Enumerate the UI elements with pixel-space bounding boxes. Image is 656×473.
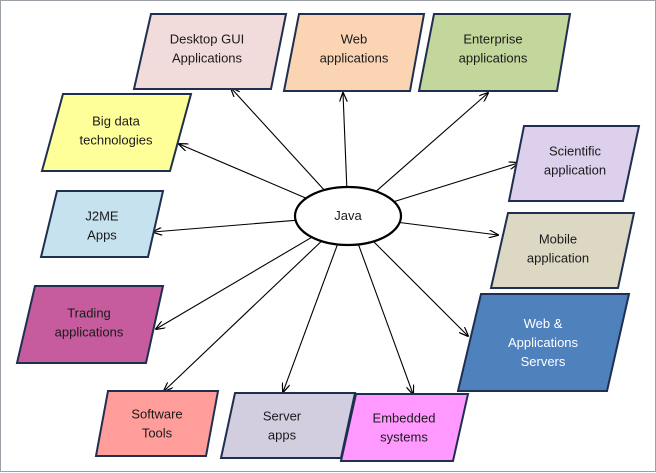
arrow-to-embedded-systems: [357, 244, 413, 394]
node-label-j2me-apps-line-1: J2ME: [85, 209, 119, 224]
node-shape-desktop-gui: [132, 13, 288, 90]
node-label-trading-applications-line-2: applications: [55, 325, 124, 340]
node-label-trading-applications-line-1: Trading: [67, 306, 111, 321]
node-label-embedded-systems-line-1: Embedded: [373, 411, 436, 426]
node-server-apps: Server apps: [219, 392, 357, 459]
node-label-software-tools-line-2: Tools: [142, 426, 173, 441]
node-embedded-systems: Embedded systems: [339, 393, 470, 462]
node-shape-server-apps: [219, 392, 357, 459]
node-label-software-tools-line-1: Software: [131, 407, 182, 422]
node-label-web-app-servers-line-1: Web &: [524, 316, 563, 331]
arrow-to-big-data: [179, 144, 307, 199]
arrow-to-scientific-application: [393, 163, 518, 203]
node-label-web-app-servers-line-2: Applications: [508, 335, 579, 350]
node-web-applications: Web applications: [282, 13, 426, 92]
node-big-data: Big data technologies: [40, 93, 193, 172]
node-scientific-application: Scientific application: [507, 125, 641, 202]
node-enterprise-applications: Enterprise applications: [417, 13, 572, 92]
node-label-scientific-application-line-1: Scientific: [549, 144, 602, 159]
node-desktop-gui: Desktop GUI Applications: [132, 13, 288, 90]
node-label-server-apps-line-1: Server: [263, 409, 302, 424]
arrow-to-mobile-application: [399, 221, 498, 236]
node-shape-mobile-application: [489, 212, 636, 289]
node-label-web-app-servers-line-3: Servers: [521, 354, 566, 369]
node-label-enterprise-applications-line-1: Enterprise: [463, 32, 522, 47]
node-label-desktop-gui-line-2: Applications: [172, 51, 243, 66]
node-shape-web-app-servers: [456, 293, 631, 392]
node-shape-web-applications: [282, 13, 426, 92]
node-label-j2me-apps-line-2: Apps: [87, 228, 117, 243]
node-label-embedded-systems-line-2: systems: [380, 430, 428, 445]
node-shape-j2me-apps: [39, 190, 165, 258]
node-label-enterprise-applications-line-2: applications: [459, 51, 528, 66]
arrow-to-desktop-gui: [231, 88, 325, 191]
node-shape-scientific-application: [507, 125, 641, 202]
arrow-to-web-app-servers: [373, 241, 468, 336]
node-shape-enterprise-applications: [417, 13, 572, 92]
arrow-to-enterprise-applications: [375, 93, 488, 192]
node-label-mobile-application-line-1: Mobile: [539, 232, 577, 247]
node-shape-embedded-systems: [339, 393, 470, 462]
arrow-to-software-tools: [164, 240, 322, 391]
node-label-web-applications-line-2: applications: [320, 51, 389, 66]
nodes-layer: Desktop GUIApplicationsWebapplicationsEn…: [15, 13, 641, 462]
node-label-desktop-gui-line-1: Desktop GUI: [170, 32, 244, 47]
arrows-layer: [153, 88, 518, 394]
node-label-mobile-application-line-2: application: [527, 251, 589, 266]
java-label: Java: [334, 208, 362, 223]
java-ellipse: [293, 185, 403, 247]
arrow-to-server-apps: [283, 244, 339, 392]
node-label-web-applications-line-1: Web: [341, 32, 368, 47]
node-label-server-apps-line-2: apps: [268, 428, 297, 443]
node-label-scientific-application-line-2: application: [544, 163, 606, 178]
node-shape-trading-applications: [15, 285, 165, 364]
node-j2me-apps: J2ME Apps: [39, 190, 165, 258]
node-mobile-application: Mobile application: [489, 212, 636, 289]
arrow-to-j2me-apps: [153, 219, 296, 232]
node-label-big-data-line-2: technologies: [80, 133, 153, 148]
arrow-to-trading-applications: [156, 236, 313, 329]
node-shape-big-data: [40, 93, 193, 172]
node-label-big-data-line-1: Big data: [92, 114, 140, 129]
node-shape-software-tools: [94, 390, 220, 457]
node-trading-applications: Trading applications: [15, 285, 165, 364]
arrow-to-web-applications: [343, 93, 347, 188]
center-node: Java: [293, 185, 403, 247]
